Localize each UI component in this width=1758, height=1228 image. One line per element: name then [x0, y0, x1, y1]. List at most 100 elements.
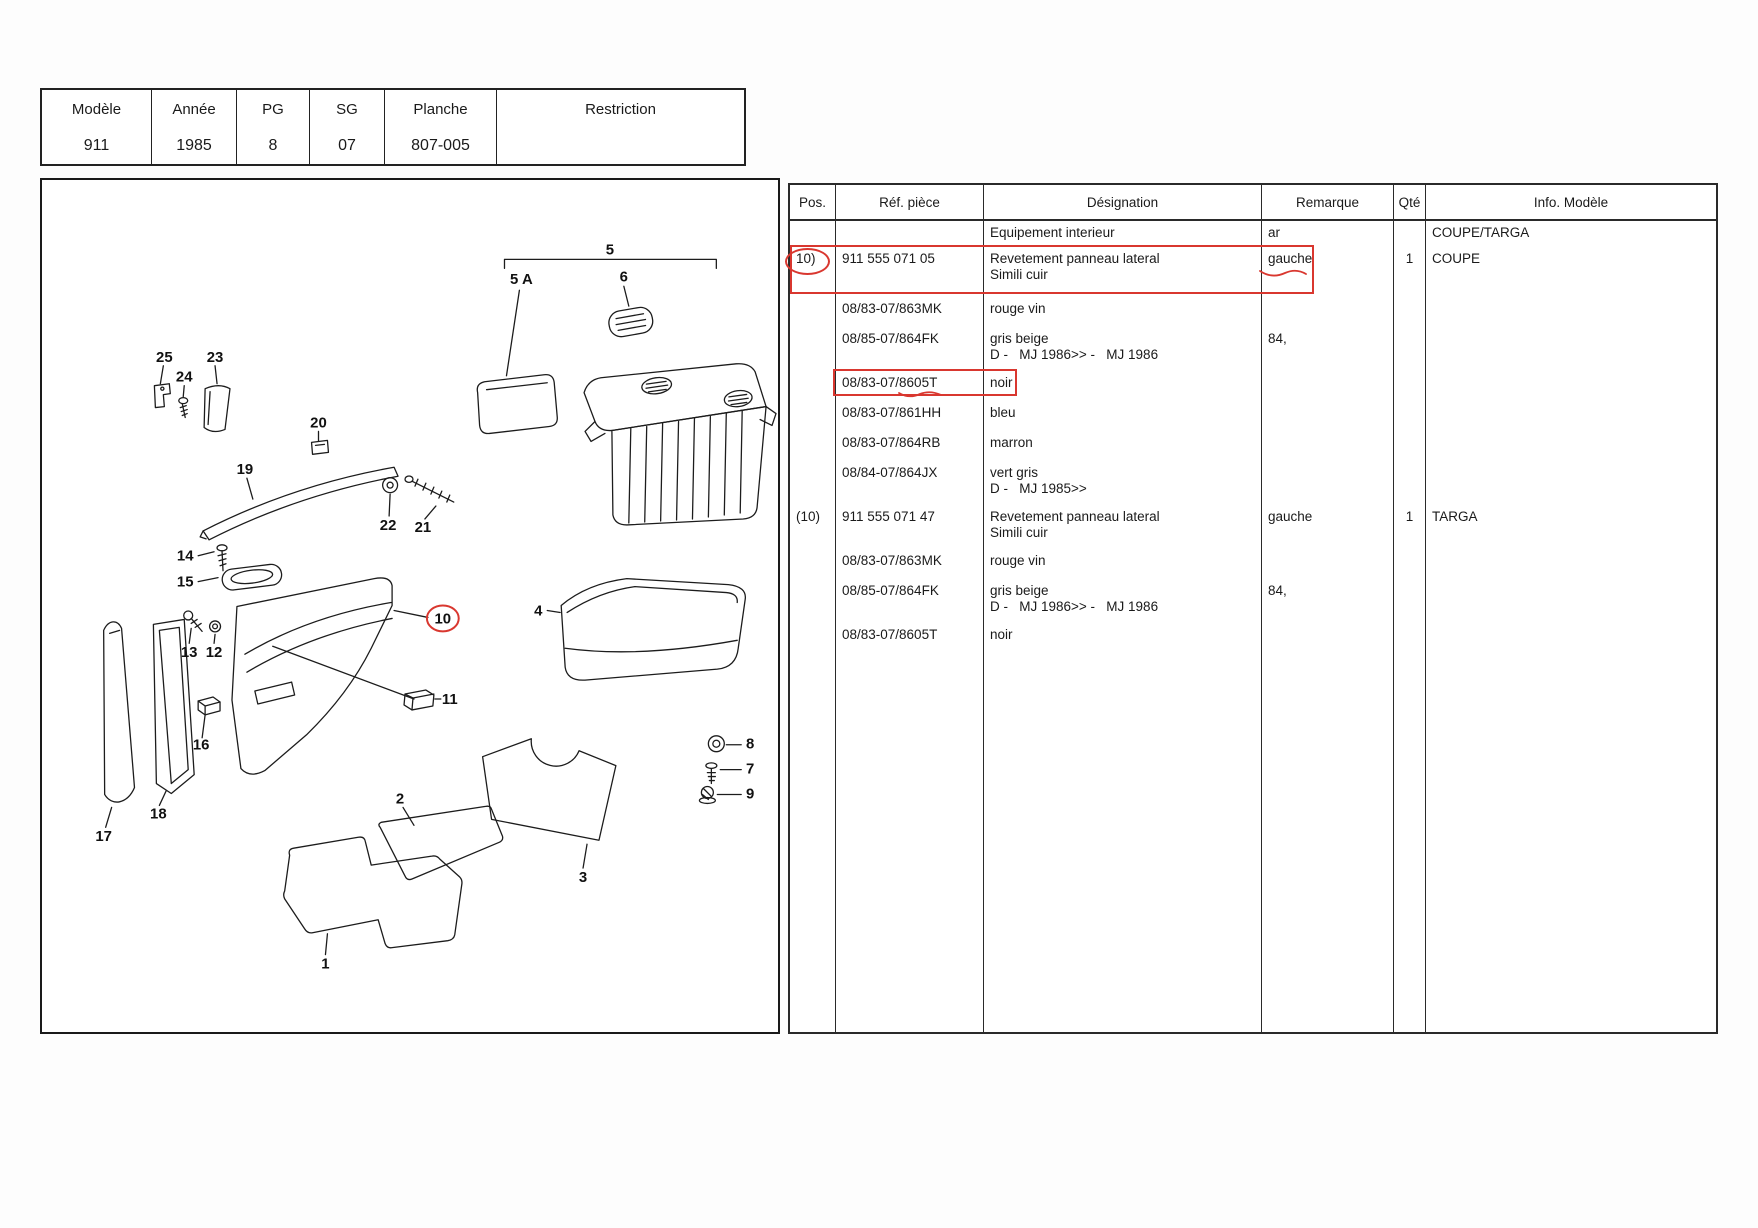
meta-col-sg: SG 07 [310, 90, 385, 164]
meta-value-modele: 911 [83, 137, 110, 154]
part-label-1: 1 [321, 957, 329, 973]
part-label-14: 14 [177, 549, 194, 565]
cell-pos [790, 431, 836, 461]
meta-label-pg: PG [262, 100, 284, 118]
cell-ref: 08/83-07/864RB [836, 431, 984, 461]
meta-label-restriction: Restriction [585, 100, 656, 118]
cell-remarque [1262, 401, 1394, 431]
meta-value-annee: 1985 [176, 137, 212, 154]
cell-ref: 08/83-07/861HH [836, 401, 984, 431]
cell-empty [984, 653, 1262, 1032]
cell-designation: Revetement panneau lateral Simili cuir [984, 247, 1262, 297]
cell-ref [836, 221, 984, 247]
cell-empty [790, 653, 836, 1032]
cell-qte [1394, 431, 1426, 461]
cell-info [1426, 623, 1716, 653]
cell-qte: 1 [1394, 505, 1426, 549]
exploded-parts-diagram: 55 A625242320192221141513121041116879181… [95, 242, 777, 973]
cell-qte: 1 [1394, 247, 1426, 297]
cell-ref: 08/83-07/863MK [836, 549, 984, 579]
cell-ref: 08/83-07/863MK [836, 297, 984, 327]
cell-ref: 08/83-07/8605T [836, 623, 984, 653]
part-label-13: 13 [181, 645, 198, 661]
cell-ref: 08/85-07/864FK [836, 327, 984, 371]
meta-col-annee: Année 1985 [152, 90, 237, 164]
cell-qte [1394, 371, 1426, 401]
cell-designation: Revetement panneau lateral Simili cuir [984, 505, 1262, 549]
cell-remarque [1262, 431, 1394, 461]
cell-ref: 08/84-07/864JX [836, 461, 984, 505]
meta-label-annee: Année [172, 100, 216, 118]
cell-pos: (10) [790, 505, 836, 549]
cell-empty [1394, 653, 1426, 1032]
cell-pos [790, 623, 836, 653]
cell-ref: 08/85-07/864FK [836, 579, 984, 623]
cell-pos [790, 461, 836, 505]
table-filler-row [790, 653, 1716, 1032]
cell-remarque [1262, 549, 1394, 579]
cell-pos [790, 549, 836, 579]
parts-table-header: Pos. Réf. pièce Désignation Remarque Qté… [790, 185, 1716, 221]
cell-info [1426, 549, 1716, 579]
col-header-designation: Désignation [984, 185, 1262, 219]
meta-label-sg: SG [336, 100, 358, 118]
col-header-ref: Réf. pièce [836, 185, 984, 219]
meta-label-modele: Modèle [71, 100, 122, 118]
part-label-15: 15 [177, 575, 194, 591]
cell-designation: rouge vin [984, 549, 1262, 579]
cell-remarque [1262, 297, 1394, 327]
cell-designation: gris beige D - MJ 1986>> - MJ 1986 [984, 327, 1262, 371]
part-label-20: 20 [310, 415, 327, 431]
meta-value-planche: 807-005 [411, 137, 470, 154]
annotation-diagram-circle-10 [425, 604, 460, 633]
cell-qte [1394, 579, 1426, 623]
part-label-4: 4 [534, 603, 543, 619]
cell-pos [790, 221, 836, 247]
cell-remarque: ar [1262, 221, 1394, 247]
cell-pos: 10) [790, 247, 836, 297]
meta-value-sg: 07 [338, 137, 356, 154]
cell-designation: Equipement interieur [984, 221, 1262, 247]
cell-pos [790, 297, 836, 327]
meta-col-planche: Planche 807-005 [385, 90, 497, 164]
part-label-25: 25 [156, 350, 173, 366]
cell-qte [1394, 623, 1426, 653]
cell-designation: noir [984, 371, 1262, 401]
cell-info [1426, 579, 1716, 623]
part-label-24: 24 [176, 370, 193, 386]
part-label-11: 11 [442, 692, 458, 708]
meta-col-pg: PG 8 [237, 90, 310, 164]
cell-pos [790, 401, 836, 431]
part-label-12: 12 [206, 645, 223, 661]
cell-qte [1394, 327, 1426, 371]
part-label-10: 10 [435, 611, 452, 627]
cell-remarque [1262, 371, 1394, 401]
col-header-qte: Qté [1394, 185, 1426, 219]
col-header-pos: Pos. [790, 185, 836, 219]
part-label-2: 2 [396, 791, 404, 807]
part-label-7: 7 [746, 762, 754, 778]
part-label-21: 21 [415, 520, 432, 536]
meta-col-modele: Modèle 911 [42, 90, 152, 164]
cell-ref: 911 555 071 47 [836, 505, 984, 549]
cell-empty [836, 653, 984, 1032]
cell-ref: 911 555 071 05 [836, 247, 984, 297]
cell-qte [1394, 401, 1426, 431]
cell-qte [1394, 221, 1426, 247]
cell-remarque [1262, 623, 1394, 653]
cell-info [1426, 297, 1716, 327]
cell-info: COUPE/TARGA [1432, 225, 1530, 240]
cell-designation: vert gris D - MJ 1985>> [984, 461, 1262, 505]
part-label-6: 6 [620, 269, 628, 285]
cell-remarque: 84, [1262, 579, 1394, 623]
cell-info [1426, 461, 1716, 505]
cell-pos [790, 327, 836, 371]
